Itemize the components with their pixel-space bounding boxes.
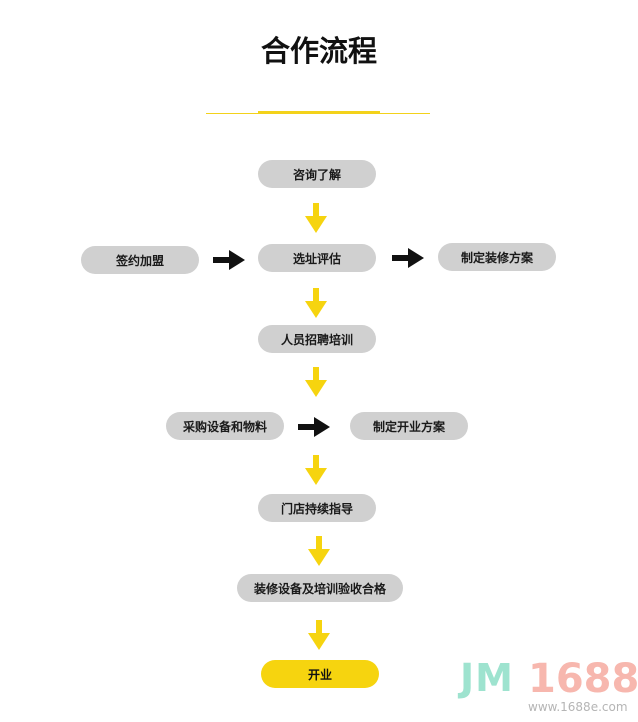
step-consult: 咨询了解 [258, 160, 376, 188]
watermark-number: 1688 [528, 656, 638, 702]
step-recruit: 人员招聘培训 [258, 325, 376, 353]
arrow-down-icon [308, 620, 330, 650]
arrow-down-icon [305, 203, 327, 233]
step-guidance: 门店持续指导 [258, 494, 376, 522]
title-underline-thick [258, 111, 380, 114]
watermark-logo: JM [460, 656, 514, 700]
step-evaluate: 选址评估 [258, 244, 376, 272]
watermark-url: www.1688e.com [528, 700, 628, 714]
arrow-right-icon [213, 250, 245, 270]
step-open: 开业 [261, 660, 379, 688]
step-decor-plan: 制定装修方案 [438, 243, 556, 271]
page-title: 合作流程 [260, 34, 377, 68]
step-opening-plan: 制定开业方案 [350, 412, 468, 440]
arrow-right-icon [392, 248, 424, 268]
step-purchase: 采购设备和物料 [166, 412, 284, 440]
step-sign: 签约加盟 [81, 246, 199, 274]
arrow-down-icon [305, 288, 327, 318]
step-acceptance: 装修设备及培训验收合格 [237, 574, 403, 602]
arrow-down-icon [308, 536, 330, 566]
arrow-down-icon [305, 367, 327, 397]
watermark: JM 1688 www.1688e.com [460, 656, 638, 716]
arrow-right-icon [298, 417, 330, 437]
arrow-down-icon [305, 455, 327, 485]
